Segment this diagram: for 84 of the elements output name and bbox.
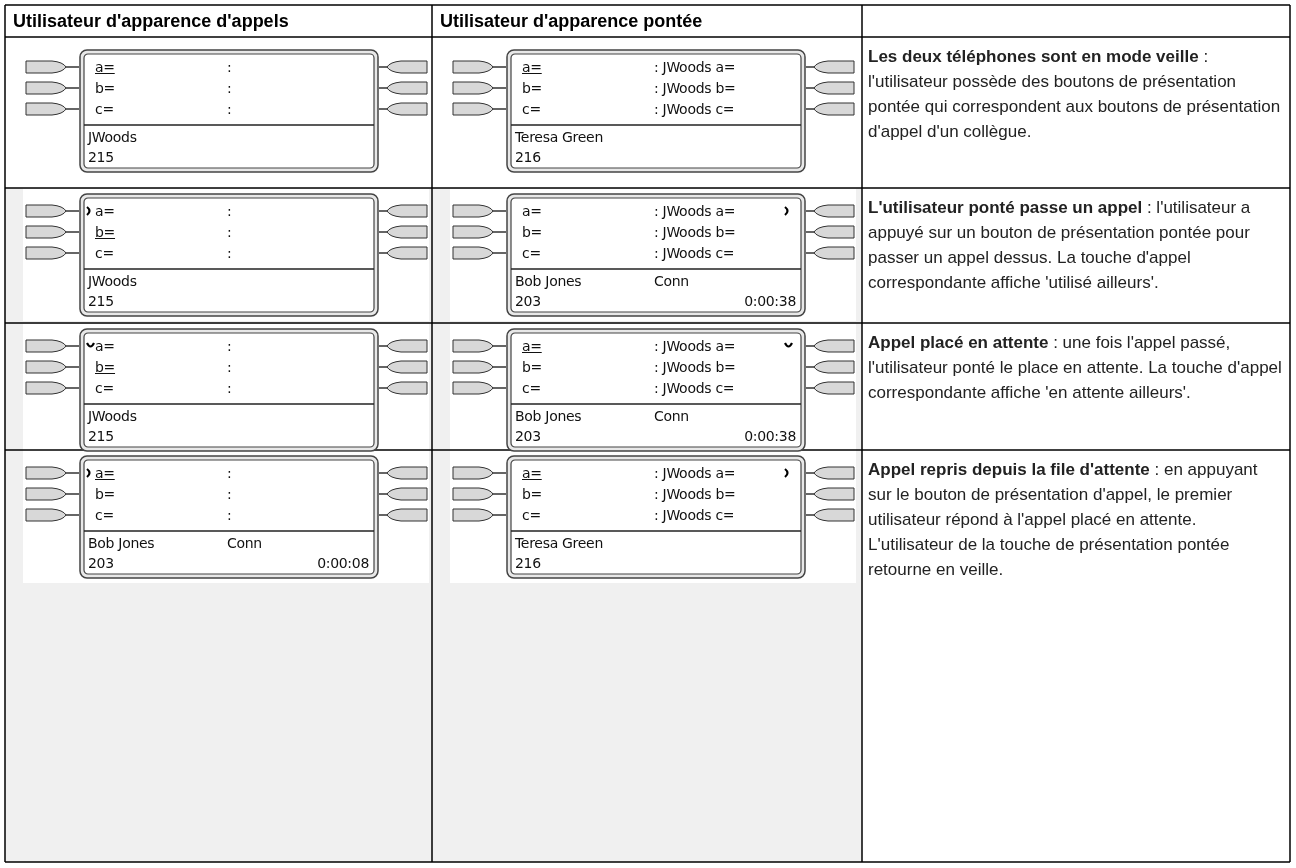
line-key-label: c=	[522, 245, 541, 261]
bridge-label: : JWoods c=	[654, 101, 735, 117]
display-text: Conn	[654, 408, 689, 424]
bridge-label: :	[227, 80, 232, 96]
bridge-label: :	[227, 203, 232, 219]
bridge-label: :	[227, 380, 232, 396]
line-key-label: b=	[95, 359, 116, 375]
bridge-label: : JWoods a=	[654, 59, 736, 75]
bridge-label: :	[227, 359, 232, 375]
display-text: JWoods	[88, 273, 137, 289]
line-key-label: c=	[522, 101, 541, 117]
bridge-label: :	[227, 224, 232, 240]
bridge-label: : JWoods c=	[654, 245, 735, 261]
line-key-label: c=	[522, 507, 541, 523]
line-key-label: a=	[522, 203, 542, 219]
phone-display	[506, 455, 806, 579]
bridge-label: :	[227, 486, 232, 502]
bridge-label: : JWoods c=	[654, 380, 735, 396]
display-text: JWoods	[88, 408, 137, 424]
description-text: L'utilisateur ponté passe un appel : l'utilisateur a appuyé sur un bouton de présentation pontée pour passer un appel dessus. La touche d'appel correspondante affiche 'utilisé ailleurs'.	[868, 197, 1252, 294]
phone-display	[506, 49, 806, 173]
display-text: Bob Jones	[88, 535, 155, 551]
line-key-label: c=	[95, 380, 114, 396]
line-key-label: c=	[522, 380, 541, 396]
display-text: 203	[515, 428, 541, 444]
description-text: Appel placé en attente : une fois l'appel passé, l'utilisateur ponté le place en attente. La touche d'appel correspondante affiche 'en attente ailleurs'.	[868, 332, 1283, 404]
description-text: Appel repris depuis la file d'attente : en appuyant sur le bouton de présentation d'appel, le premier utilisateur répond à l'appel placé en attente. L'utilisateur de la touche de présentation pontée retourne en veille.	[868, 459, 1259, 581]
phone-display	[79, 193, 379, 317]
display-text: 215	[88, 428, 114, 444]
display-text: 0:00:38	[744, 428, 796, 444]
display-text: Conn	[654, 273, 689, 289]
display-text: Teresa Green	[515, 535, 603, 551]
bridge-label: : JWoods a=	[654, 338, 736, 354]
line-key-label: a=	[95, 465, 115, 481]
bridge-label: :	[227, 465, 232, 481]
display-text: Bob Jones	[515, 273, 582, 289]
line-key-label: b=	[522, 80, 543, 96]
display-text: 216	[515, 149, 541, 165]
display-text: JWoods	[88, 129, 137, 145]
line-key-label: a=	[95, 203, 115, 219]
phone-display	[506, 193, 806, 317]
line-key-label: a=	[522, 465, 542, 481]
display-text: 215	[88, 293, 114, 309]
line-key-label: b=	[95, 224, 116, 240]
line-key-label: c=	[95, 101, 114, 117]
description-text: Les deux téléphones sont en mode veille : l'utilisateur possède des boutons de présentation pontée qui correspondent aux boutons de présentation d'appel d'un collègue.	[868, 46, 1282, 143]
bridge-label: : JWoods b=	[654, 224, 736, 240]
display-text: 203	[515, 293, 541, 309]
display-text: 0:00:38	[744, 293, 796, 309]
line-key-label: a=	[522, 59, 542, 75]
bridge-label: : JWoods a=	[654, 465, 736, 481]
line-key-label: b=	[522, 359, 543, 375]
line-key-label: b=	[95, 486, 116, 502]
bridge-label: : JWoods b=	[654, 80, 736, 96]
line-key-label: c=	[95, 245, 114, 261]
bridge-label: : JWoods a=	[654, 203, 736, 219]
line-key-label: a=	[95, 59, 115, 75]
phone-display	[79, 455, 379, 579]
display-text: Bob Jones	[515, 408, 582, 424]
display-text: 0:00:08	[317, 555, 369, 571]
bridge-label: :	[227, 245, 232, 261]
column-header: Utilisateur d'apparence d'appels	[13, 11, 289, 32]
phone-display	[79, 49, 379, 173]
bridge-label: : JWoods b=	[654, 486, 736, 502]
display-text: Teresa Green	[515, 129, 603, 145]
line-key-label: a=	[522, 338, 542, 354]
display-text: 216	[515, 555, 541, 571]
bridge-label: : JWoods c=	[654, 507, 735, 523]
bridge-label: :	[227, 507, 232, 523]
phone-display	[79, 328, 379, 452]
display-text: 215	[88, 149, 114, 165]
line-key-label: b=	[522, 224, 543, 240]
line-key-label: b=	[522, 486, 543, 502]
line-key-label: b=	[95, 80, 116, 96]
display-text: Conn	[227, 535, 262, 551]
bridge-label: :	[227, 101, 232, 117]
line-key-label: c=	[95, 507, 114, 523]
bridge-label: :	[227, 59, 232, 75]
line-key-label: a=	[95, 338, 115, 354]
display-text: 203	[88, 555, 114, 571]
phone-display	[506, 328, 806, 452]
bridge-label: : JWoods b=	[654, 359, 736, 375]
column-header: Utilisateur d'apparence pontée	[440, 11, 703, 32]
bridge-label: :	[227, 338, 232, 354]
